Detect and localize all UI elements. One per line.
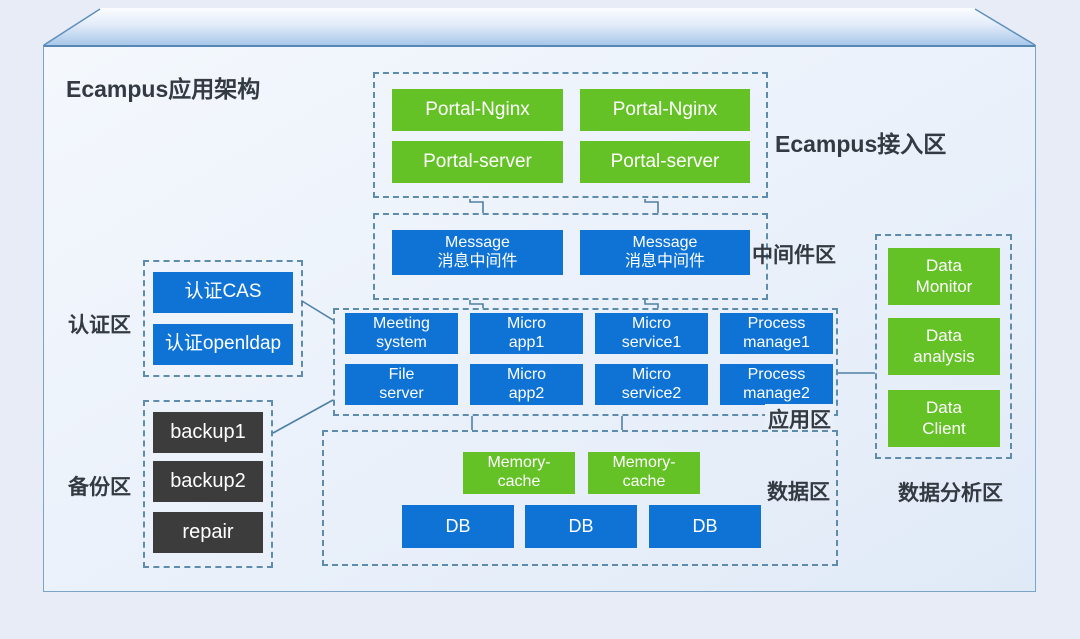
- node-label: Portal-Nginx: [425, 98, 530, 120]
- zone-application: [333, 308, 838, 416]
- node-micro-app2: Micro app2: [470, 364, 583, 405]
- node-label: Process: [747, 365, 806, 383]
- node-label: Memory-: [612, 454, 676, 472]
- node-label: Micro: [506, 365, 547, 383]
- zone-label-access: Ecampus接入区: [775, 131, 947, 157]
- node-file-server: File server: [345, 364, 458, 405]
- node-label: app2: [508, 384, 545, 402]
- node-message-2: Message 消息中间件: [580, 230, 750, 275]
- node-label: Data: [926, 326, 962, 346]
- node-label: service2: [621, 384, 682, 402]
- platform-top-face: [43, 8, 1036, 45]
- zone-backup: [143, 400, 273, 568]
- node-meeting-system: Meeting system: [345, 313, 458, 354]
- node-label: cache: [497, 473, 541, 490]
- zone-analysis: [875, 234, 1012, 459]
- node-label: Micro: [506, 314, 547, 332]
- node-label: Micro: [631, 314, 672, 332]
- node-label: Meeting: [373, 314, 430, 332]
- node-label: Memory-: [487, 454, 551, 472]
- zone-label-middleware: 中间件区: [752, 244, 836, 267]
- node-label: Micro: [631, 365, 672, 383]
- node-label: cache: [622, 473, 666, 490]
- node-backup1: backup1: [153, 412, 263, 453]
- zone-access: [373, 72, 768, 198]
- node-data-client: Data Client: [888, 390, 1000, 447]
- node-portal-server-1: Portal-server: [392, 141, 563, 183]
- node-label: Portal-Nginx: [612, 98, 718, 120]
- zone-middleware: [373, 213, 768, 300]
- node-label: File: [388, 365, 415, 383]
- node-micro-app1: Micro app1: [470, 313, 583, 354]
- node-auth-cas: 认证CAS: [153, 272, 293, 313]
- diagram-title: Ecampus应用架构: [66, 76, 261, 102]
- node-label: Message: [632, 233, 698, 251]
- node-label: system: [376, 333, 427, 351]
- node-label: Portal-server: [423, 150, 532, 172]
- node-label: Data: [926, 398, 962, 418]
- node-db-3: DB: [649, 505, 761, 548]
- node-label: manage2: [743, 384, 810, 402]
- zone-data: [322, 430, 838, 566]
- node-memory-cache-1: Memory- cache: [463, 452, 575, 494]
- node-portal-nginx-2: Portal-Nginx: [580, 89, 750, 131]
- zone-label-auth: 认证区: [68, 314, 131, 337]
- zone-label-backup: 备份区: [68, 476, 131, 499]
- node-portal-server-2: Portal-server: [580, 141, 750, 183]
- node-label: server: [379, 384, 424, 402]
- zone-label-application: 应用区: [765, 404, 834, 434]
- node-message-1: Message 消息中间件: [392, 230, 563, 275]
- node-process-manage2: Process manage2: [720, 364, 833, 405]
- node-memory-cache-2: Memory- cache: [588, 452, 700, 494]
- node-label: Process: [747, 314, 806, 332]
- node-label: DB: [445, 515, 471, 536]
- node-data-analysis: Data analysis: [888, 318, 1000, 375]
- node-label: Client: [922, 418, 966, 438]
- node-label: DB: [568, 515, 594, 536]
- node-label: repair: [182, 520, 234, 543]
- node-backup2: backup2: [153, 461, 263, 502]
- node-db-1: DB: [402, 505, 514, 548]
- node-micro-service1: Micro service1: [595, 313, 708, 354]
- node-label: 认证CAS: [184, 281, 262, 303]
- zone-label-data: 数据区: [767, 481, 830, 504]
- node-label: Monitor: [915, 276, 973, 296]
- node-micro-service2: Micro service2: [595, 364, 708, 405]
- node-label: analysis: [913, 346, 975, 366]
- node-label: Data: [926, 256, 962, 276]
- node-label: backup1: [170, 420, 246, 443]
- node-auth-openldap: 认证openldap: [153, 324, 293, 365]
- node-label: service1: [621, 333, 682, 351]
- node-label: backup2: [170, 469, 246, 492]
- node-label: 消息中间件: [437, 252, 518, 270]
- zone-label-analysis: 数据分析区: [898, 482, 1003, 505]
- node-data-monitor: Data Monitor: [888, 248, 1000, 305]
- node-label: app1: [508, 333, 545, 351]
- node-process-manage1: Process manage1: [720, 313, 833, 354]
- node-portal-nginx-1: Portal-Nginx: [392, 89, 563, 131]
- node-label: 消息中间件: [624, 252, 705, 270]
- node-label: Portal-server: [610, 150, 720, 172]
- node-label: 认证openldap: [164, 333, 282, 355]
- node-label: manage1: [743, 333, 810, 351]
- node-db-2: DB: [525, 505, 637, 548]
- node-repair: repair: [153, 512, 263, 553]
- node-label: Message: [445, 233, 510, 251]
- node-label: DB: [692, 515, 718, 536]
